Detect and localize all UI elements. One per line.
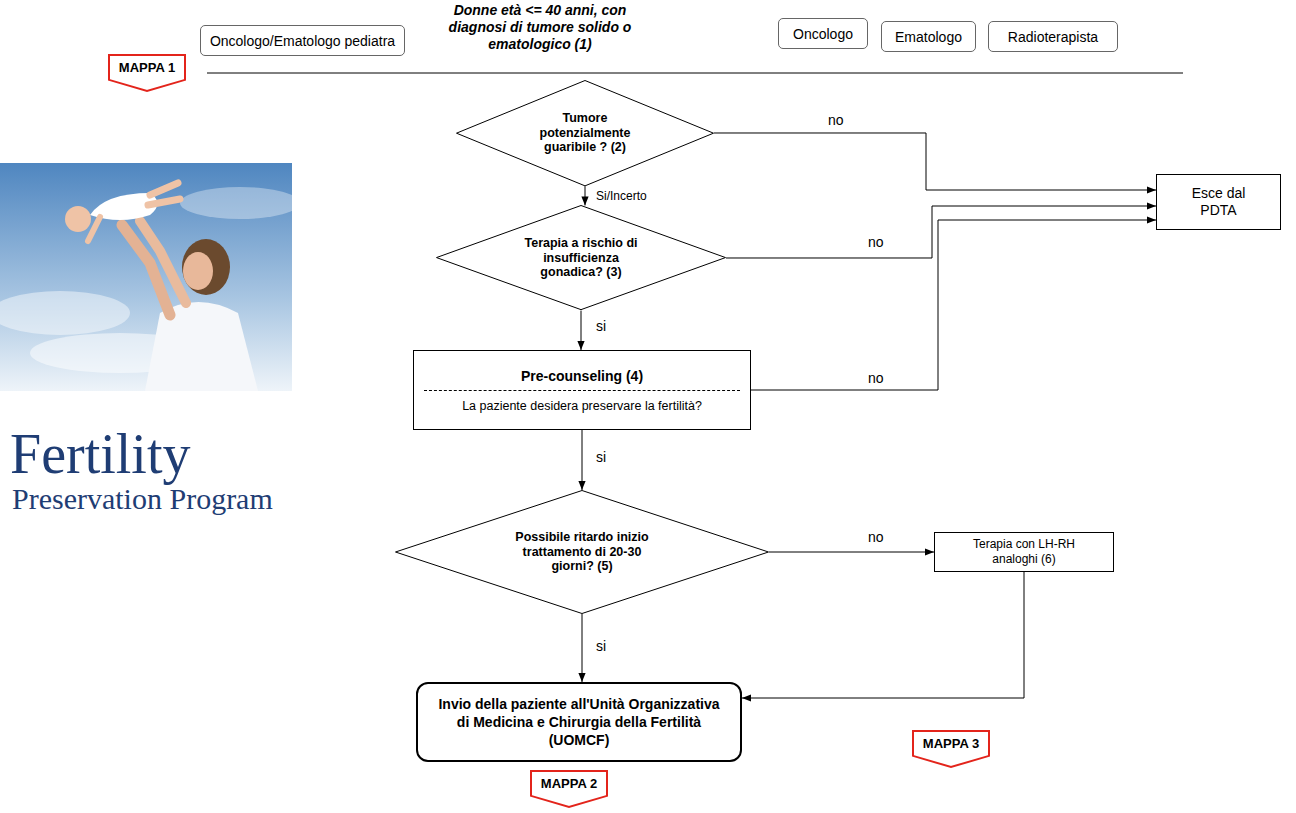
decision-diamond: Terapia a rischio di insufficienza gonad… — [436, 205, 726, 310]
flow-arrow — [714, 133, 1156, 190]
node-text: Ematologo — [895, 29, 962, 45]
edge-label: si — [594, 318, 608, 334]
flow-arrow — [581, 311, 582, 350]
node-text: Terapia con LH-RH analoghi (6) — [964, 537, 1084, 567]
population-heading: Donne età <= 40 anni, con diagnosi di tu… — [445, 2, 635, 52]
role-box: Oncologo — [778, 18, 868, 49]
diamond-shape — [396, 491, 769, 614]
edge-label: no — [866, 370, 886, 386]
diamond-shape — [457, 80, 714, 185]
program-logo-text: Preservation Program — [12, 484, 273, 514]
header-rule — [207, 73, 1183, 74]
tag-shape — [531, 771, 607, 807]
terminal-box: Invio della paziente all'Unità Organizza… — [416, 682, 742, 762]
exit-box: Esce dal PDTA — [1156, 174, 1281, 230]
edge-label: si — [594, 449, 608, 465]
decision-diamond: Tumore potenzialmente guaribile ? (2) — [456, 80, 714, 186]
tag-shape — [913, 731, 989, 767]
mother-baby-illustration — [0, 163, 300, 391]
edge-label: no — [866, 234, 886, 250]
node-text: Oncologo — [793, 26, 853, 42]
flow-arrow — [582, 430, 583, 490]
node-question: La paziente desidera preservare la ferti… — [462, 399, 702, 413]
edge-label: si — [594, 638, 608, 654]
flow-arrow — [585, 186, 586, 205]
process-box: Pre-counseling (4) La paziente desidera p… — [413, 350, 751, 430]
flow-arrow — [742, 572, 1024, 698]
role-box: Radioterapista — [988, 21, 1118, 52]
diamond-shape — [437, 206, 726, 310]
map-tag: MAPPA 3 — [912, 730, 990, 768]
edge-label: Si/Incerto — [594, 188, 649, 204]
node-text: MAPPA 1 — [119, 60, 175, 75]
node-text: MAPPA 2 — [541, 776, 597, 791]
node-text: Tumore potenzialmente guaribile ? (2) — [525, 111, 645, 154]
node-text: Pre-counseling (4) — [424, 368, 740, 391]
flow-arrow — [751, 220, 1156, 390]
map-tag: MAPPA 1 — [108, 54, 186, 92]
node-text: MAPPA 3 — [923, 736, 979, 751]
role-box: Ematologo — [881, 21, 976, 52]
decision-diamond: Possibile ritardo inizio trattamento di … — [395, 490, 769, 614]
tag-shape — [109, 55, 185, 91]
role-box: Oncologo/Ematologo pediatra — [200, 25, 405, 56]
map-tag: MAPPA 2 — [530, 770, 608, 808]
node-text: Oncologo/Ematologo pediatra — [210, 33, 395, 49]
node-text: Radioterapista — [1008, 29, 1098, 45]
node-text: Invio della paziente all'Unità Organizza… — [432, 695, 727, 750]
node-text: Terapia a rischio di insufficienza gonad… — [514, 236, 649, 279]
edge-label: no — [866, 529, 886, 545]
node-text: Esce dal PDTA — [1179, 185, 1259, 220]
node-text: Possibile ritardo inizio trattamento di … — [505, 530, 660, 573]
edge-label: no — [826, 112, 846, 128]
process-box: Terapia con LH-RH analoghi (6) — [934, 532, 1114, 572]
flow-arrow — [726, 206, 1156, 258]
flow-arrow — [582, 614, 583, 682]
program-logo-text: Fertility — [10, 426, 190, 482]
flow-arrow — [769, 552, 934, 553]
